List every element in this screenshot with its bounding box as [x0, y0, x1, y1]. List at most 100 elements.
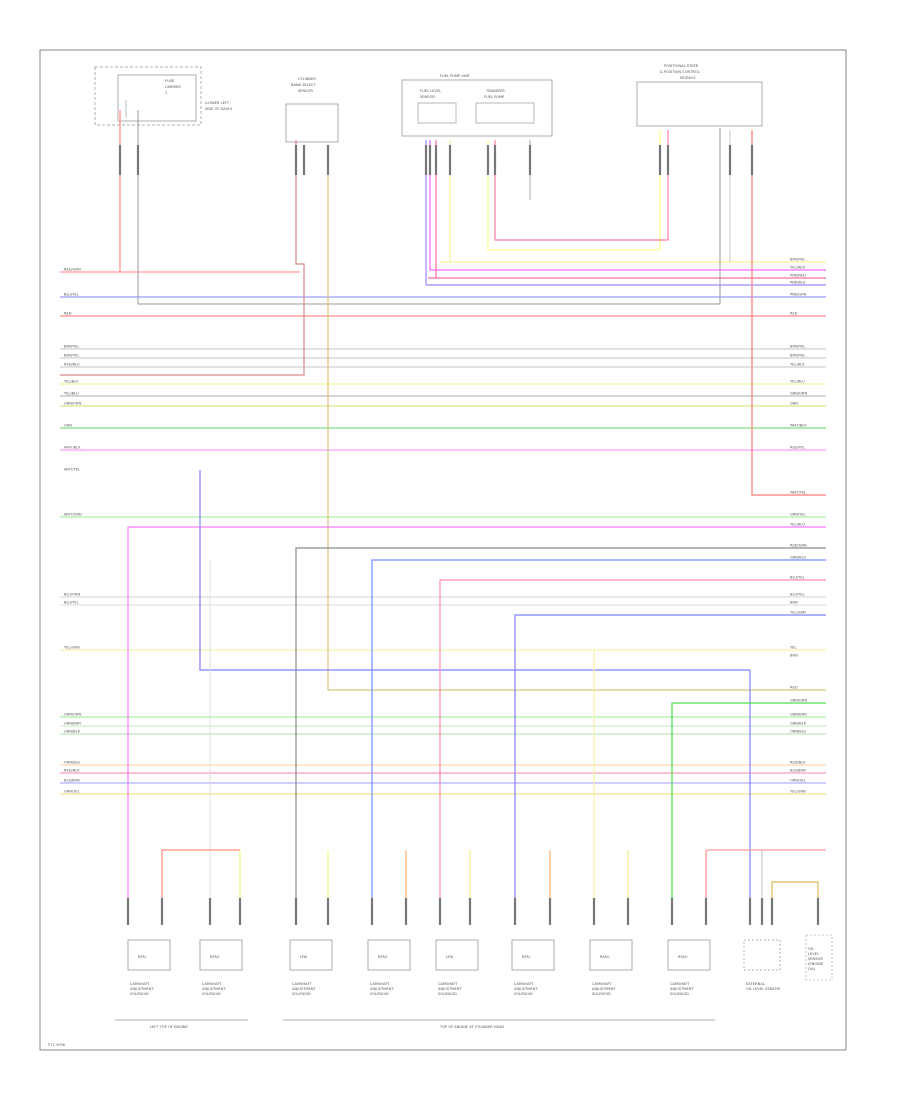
component-code: RFAO [378, 955, 388, 959]
component-label: CAMSHAFT [592, 982, 613, 986]
harness-right-label: WHT/YEL [790, 491, 806, 495]
harness-left-label: RED/GRN [64, 268, 81, 272]
diagram-frame [39, 49, 847, 1051]
harness-right-label: RED/YEL [790, 446, 805, 450]
bank-sensor-label-0: CYLINDER [298, 77, 316, 81]
harness-right-label: GRN [790, 402, 798, 406]
oil-sensor-loop [771, 881, 819, 920]
bottom-components: RFAICAMSHAFTADJUSTMENTSOLENOIDRFAOCAMSHA… [127, 934, 833, 996]
harness-left-label: BLU/YEL [64, 293, 79, 297]
component-code: RFAO [600, 955, 610, 959]
harness-right-label: YEL/BLK [790, 363, 805, 367]
harness-right-label: RED [790, 312, 798, 316]
component-label: OIL) [808, 967, 816, 971]
harness-right-label: ORN/YEL [790, 779, 806, 783]
solenoid-6-wire [514, 614, 826, 920]
component-label: ADJUSTMENT [438, 987, 462, 991]
fuse-carrier-label-3: (LOWER LEFT [205, 101, 230, 105]
component-label: SENSOR [808, 957, 823, 961]
harness-left-label: BRN/YEL [64, 345, 79, 349]
harness-right-label: GRN/YEL [790, 513, 806, 517]
harness-right-label: PNK/BLU [790, 281, 806, 285]
transfer-pump-label-0: TRANSFER [485, 89, 505, 93]
component-label: SOLENOID [592, 992, 611, 996]
harness-right-label: YEL [790, 646, 796, 650]
component-label: SOLENOID [130, 992, 149, 996]
steer-control-module: POSITIONAL STEER & POSITION CONTROL MODU… [636, 64, 763, 127]
harness-right-label: ORN/BLU [790, 730, 807, 734]
component-label: OIL [808, 947, 814, 951]
component-label: CAMSHAFT [438, 982, 459, 986]
harness-left-label: YEL/BLK [64, 380, 79, 384]
steer-module-label-0: POSITIONAL STEER [664, 64, 699, 68]
component-label: ADJUSTMENT [130, 987, 154, 991]
component-box [127, 939, 171, 971]
harness-right-label: WHT/BLK [790, 424, 807, 428]
fuse-carrier-label-0: FUSE [165, 79, 175, 83]
harness-left-label: BLK/BRN [64, 779, 80, 783]
component-box [805, 934, 833, 981]
harness-right-label: PNK/RED [790, 274, 806, 278]
pump-wire-a [487, 130, 661, 251]
component-label: CAMSHAFT [130, 982, 151, 986]
component-box [367, 939, 411, 971]
fuel-pump-unit: FUEL PUMP UNIT FUEL LEVEL SENSOR TRANSFE… [401, 74, 553, 137]
component-label: SOLENOID [370, 992, 389, 996]
harness-right-label: YEL/BLU [790, 523, 805, 527]
fuel-pump-unit-title: FUEL PUMP UNIT [440, 74, 471, 78]
component-label: CAMSHAFT [202, 982, 223, 986]
harness-right-label: BLU/YEL [790, 576, 805, 580]
ground-wire [137, 110, 721, 305]
component-box [199, 939, 243, 971]
harness-right-label: BLK/BRN [790, 769, 806, 773]
harness-right-label: BRN [790, 601, 798, 605]
component-box [511, 939, 555, 971]
solenoid-power-loop [161, 849, 240, 920]
harness-right-label: BRN/YEL [790, 345, 805, 349]
sensor-feed-wire [327, 150, 826, 691]
harness-right-label: GRN/BLU [790, 556, 806, 560]
harness-right-label: GRN/ORN [790, 699, 808, 703]
component-label: (ENGINE [808, 962, 824, 966]
fuse-carrier-label-1: CARRIER [165, 85, 181, 89]
component-label: SOLENOID [670, 992, 689, 996]
harness-left-label: YEL/BLU [64, 392, 79, 396]
component-label: ADJUSTMENT [292, 987, 316, 991]
harness-right-label: BRN/YEL [790, 258, 805, 262]
solenoid-4-wire [371, 559, 826, 920]
harness-left-label: ORN/YEL [64, 790, 80, 794]
solenoid-3-wire [295, 547, 826, 920]
harness-left-label: WHT/BLK [64, 446, 81, 450]
component-code: LFAI [300, 955, 307, 959]
harness-left-label: GRN [64, 424, 72, 428]
sensor-signal-wire [60, 140, 305, 376]
harness-left-label: RED [64, 312, 72, 316]
fuse-carrier-label-2: 1 [165, 91, 167, 95]
solenoid-8-wire [671, 702, 826, 920]
bank-sensor-label-1: BANK SELECT [291, 83, 316, 87]
bottom-group-right: TOP OF ENGINE AT CYLINDER HEAD [283, 1019, 715, 1029]
pump-wire-b [494, 130, 669, 241]
harness-right-label: GRN/ORN [790, 392, 808, 396]
bottom-group-left-label: LEFT TOP OF ENGINE [150, 1025, 188, 1029]
solenoid-5-wire [439, 579, 826, 920]
component-code: RFAO [678, 955, 688, 959]
harness-left-label: WHT/YEL [64, 468, 80, 472]
fuse-carrier: FUSE CARRIER 1 (LOWER LEFT SIDE OF DASH) [94, 66, 233, 126]
component-code: RFAI [138, 955, 146, 959]
harness-right-label: GRN/BLK [790, 722, 807, 726]
transfer-pump-label-1: FUEL PUMP [484, 95, 505, 99]
harness-right-label: YEL/BLU [790, 380, 805, 384]
component-label: SOLENOID [514, 992, 533, 996]
harness-right-label: RED [790, 686, 798, 690]
component-label: CAMSHAFT [292, 982, 313, 986]
